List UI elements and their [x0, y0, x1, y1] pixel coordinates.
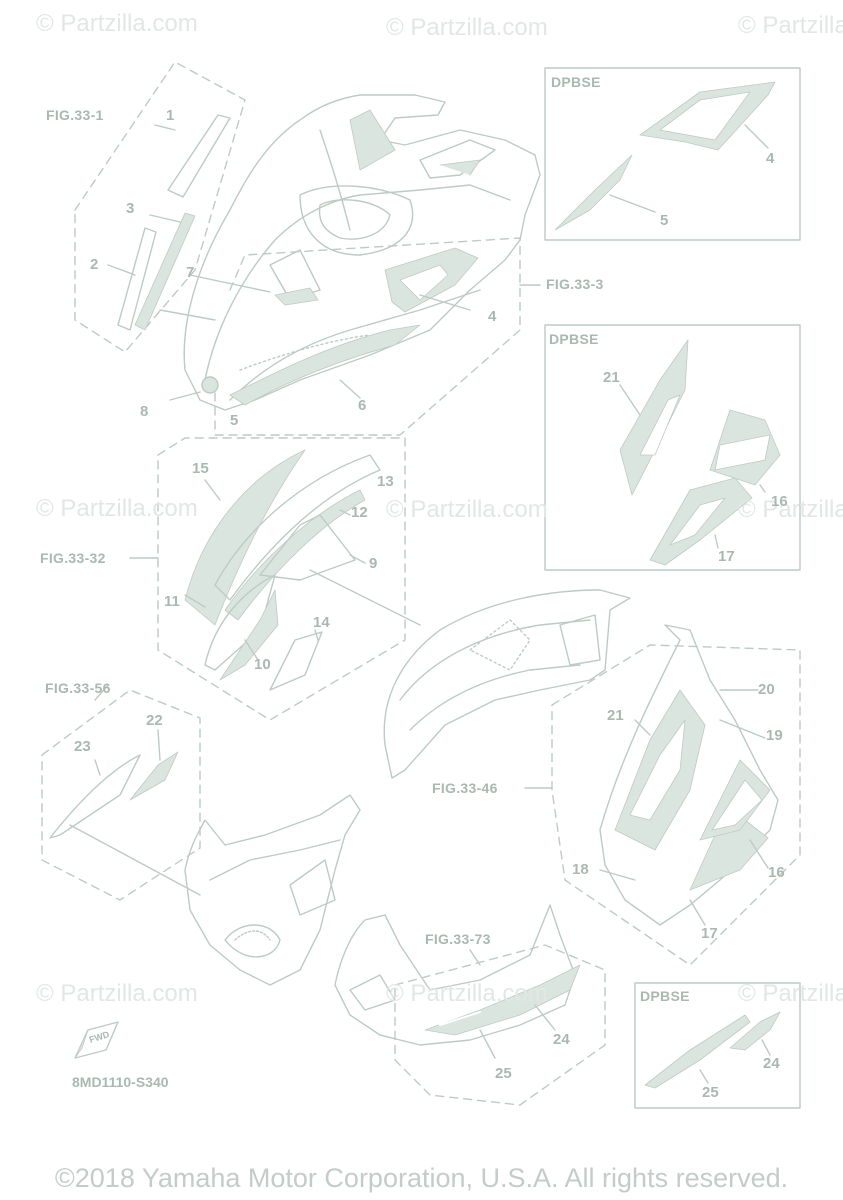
- part-25-variant: [644, 1014, 751, 1089]
- variant-box-middle: [544, 324, 801, 571]
- callout-23[interactable]: 23: [74, 738, 91, 755]
- watermark: © Partzilla.com: [738, 496, 843, 523]
- part-23: [49, 754, 141, 839]
- callout-22[interactable]: 22: [146, 712, 163, 729]
- watermark: © Partzilla.com: [386, 14, 548, 41]
- callout-10[interactable]: 10: [254, 656, 271, 673]
- fig-33-32-label[interactable]: FIG.33-32: [40, 550, 106, 566]
- callout-19[interactable]: 19: [766, 727, 783, 744]
- callout-7[interactable]: 7: [186, 264, 195, 281]
- part-22: [129, 751, 179, 801]
- part-15: [184, 449, 306, 626]
- part-9: [259, 514, 356, 581]
- fig-33-46-label[interactable]: FIG.33-46: [432, 780, 498, 796]
- watermark: © Partzilla.com: [36, 495, 198, 522]
- fig-33-1-outline: [74, 61, 246, 353]
- watermark: © Partzilla.com: [738, 12, 843, 39]
- part-13: [214, 454, 381, 601]
- callout-18[interactable]: 18: [572, 861, 589, 878]
- part-24-variant: [729, 1011, 781, 1051]
- under-cowl: [334, 904, 576, 1046]
- fig-33-56-outline: [41, 689, 201, 901]
- callout-1[interactable]: 1: [166, 107, 175, 124]
- callout-5[interactable]: 5: [230, 412, 239, 429]
- watermark: © Partzilla.com: [36, 980, 198, 1007]
- part-12: [224, 489, 366, 621]
- callout-5-variant[interactable]: 5: [660, 212, 669, 229]
- upper-cowl-body: [183, 94, 541, 411]
- fig-33-1-label[interactable]: FIG.33-1: [46, 107, 104, 123]
- callout-4[interactable]: 4: [488, 308, 497, 325]
- callout-21[interactable]: 21: [607, 707, 624, 724]
- callout-3[interactable]: 3: [126, 200, 135, 217]
- fig-33-73-label[interactable]: FIG.33-73: [425, 931, 491, 947]
- callout-15[interactable]: 15: [192, 460, 209, 477]
- callout-13[interactable]: 13: [377, 473, 394, 490]
- watermark: © Partzilla.com: [738, 980, 843, 1007]
- right-side-cowl: [599, 624, 779, 926]
- callout-24[interactable]: 24: [553, 1031, 570, 1048]
- part-3: [134, 212, 196, 331]
- middle-cowl: [383, 589, 631, 779]
- callout-9[interactable]: 9: [369, 555, 378, 572]
- callout-4-variant[interactable]: 4: [766, 150, 775, 167]
- fig-33-56-label[interactable]: FIG.33-56: [45, 680, 111, 696]
- variant-label-middle: DPBSE: [549, 331, 599, 347]
- callout-11[interactable]: 11: [164, 593, 180, 610]
- watermark: © Partzilla.com: [386, 980, 548, 1007]
- fig-33-46-outline: [551, 644, 801, 966]
- variant-label-top: DPBSE: [551, 74, 601, 90]
- part-14: [269, 631, 323, 691]
- part-2: [117, 227, 157, 331]
- callout-8[interactable]: 8: [140, 403, 149, 420]
- callout-2[interactable]: 2: [90, 256, 99, 273]
- callout-17-variant[interactable]: 17: [718, 548, 735, 565]
- callout-25[interactable]: 25: [495, 1065, 512, 1082]
- callout-24-variant[interactable]: 24: [763, 1055, 780, 1072]
- variant-box-bottom: [634, 982, 801, 1109]
- variant-box-top: [544, 67, 801, 241]
- watermark: © Partzilla.com: [386, 496, 548, 523]
- part-11: [204, 574, 276, 671]
- left-lower-cowl: [184, 794, 361, 986]
- watermark: © Partzilla.com: [36, 10, 198, 37]
- fig-33-3-outline: [214, 237, 521, 436]
- part-6-on-body: [229, 324, 421, 406]
- fig-33-32-outline: [157, 437, 406, 721]
- part-5-variant: [554, 154, 633, 231]
- part-10: [219, 589, 279, 681]
- callout-25-variant[interactable]: 25: [702, 1084, 719, 1101]
- callout-21-variant[interactable]: 21: [603, 369, 620, 386]
- callout-12[interactable]: 12: [351, 504, 368, 521]
- fig-33-3-label[interactable]: FIG.33-3: [546, 276, 604, 292]
- copyright-notice: ©2018 Yamaha Motor Corporation, U.S.A. A…: [54, 1163, 789, 1193]
- callout-16-variant[interactable]: 16: [771, 493, 788, 510]
- fwd-arrow-icon: [74, 1021, 119, 1059]
- part-8: [201, 376, 219, 394]
- part-1: [167, 114, 231, 198]
- callout-16[interactable]: 16: [768, 864, 785, 881]
- diagram-code: 8MD1110-S340: [72, 1074, 169, 1090]
- variant-label-bottom: DPBSE: [640, 988, 690, 1004]
- callout-6[interactable]: 6: [358, 397, 367, 414]
- callout-17[interactable]: 17: [701, 925, 718, 942]
- callout-20[interactable]: 20: [758, 681, 775, 698]
- callout-14[interactable]: 14: [313, 614, 330, 631]
- part-21-variant: [619, 339, 689, 496]
